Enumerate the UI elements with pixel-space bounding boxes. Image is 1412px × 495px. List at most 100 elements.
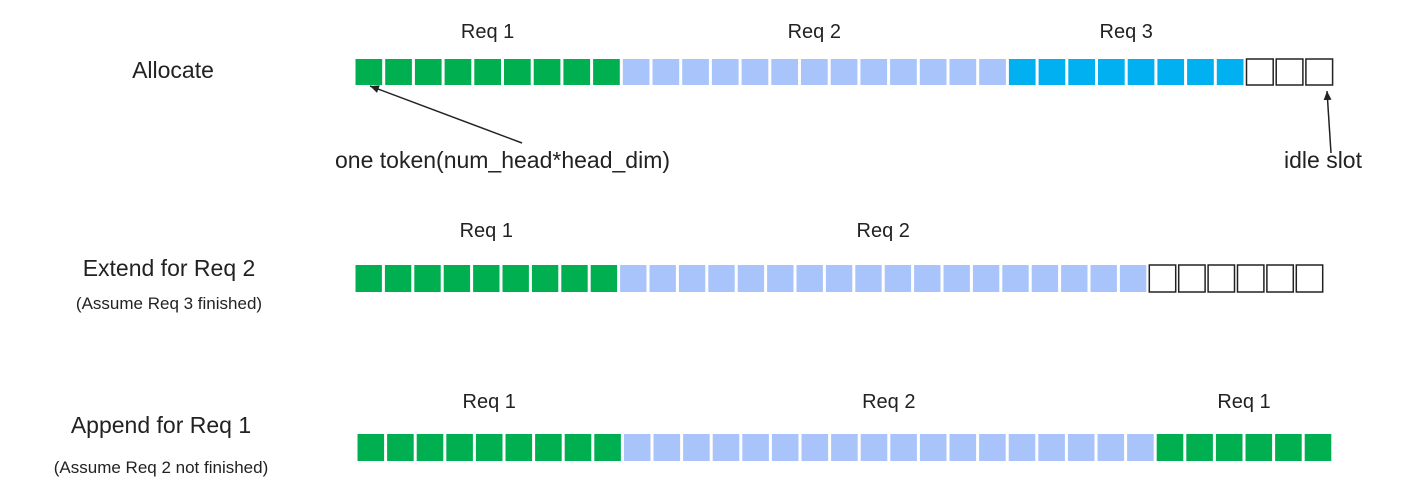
req2-token-slot [742, 434, 769, 461]
req2-token-slot [890, 59, 917, 85]
segment-label-req1: Req 1 [1217, 391, 1270, 413]
req2-token-slot [708, 265, 735, 292]
req1-token-slot [384, 265, 412, 292]
req2-token-slot [949, 59, 977, 85]
segment-label-req3: Req 3 [1100, 21, 1153, 43]
req2-token-slot [919, 434, 947, 461]
req2-token-slot [623, 434, 651, 461]
idle-slot [1245, 58, 1274, 86]
req2-token-slot [972, 265, 1000, 292]
idle-slot [1305, 58, 1334, 86]
req1-token-slot [387, 434, 414, 461]
req2-token-slot [1008, 434, 1036, 461]
req2-token-slot [884, 265, 912, 292]
req1-token-slot [475, 434, 503, 461]
req1-token-slot [355, 265, 382, 292]
req1-token-slot [505, 434, 533, 461]
req1-token-slot [474, 59, 501, 85]
req2-token-slot [711, 59, 739, 85]
req2-token-slot [1038, 434, 1065, 461]
segment-label-req2: Req 2 [862, 391, 915, 413]
req1-token-slot [473, 265, 500, 292]
req1-token-slot [533, 59, 561, 85]
req2-token-slot [1090, 265, 1117, 292]
req2-token-slot [771, 59, 798, 85]
req1-token-slot [414, 59, 442, 85]
req1-token-slot [1156, 434, 1184, 461]
req2-token-slot [622, 59, 650, 85]
idle-slot [1148, 264, 1177, 293]
req1-token-slot [504, 59, 531, 85]
req2-token-slot [1127, 434, 1154, 461]
req2-token-slot [678, 265, 706, 292]
req2-token-slot [653, 434, 681, 461]
req1-token-slot [1186, 434, 1213, 461]
req2-token-slot [801, 59, 828, 85]
req2-token-slot [949, 434, 977, 461]
segment-label-req2: Req 2 [857, 220, 910, 242]
req1-token-slot [1304, 434, 1332, 461]
idle-slot [1236, 264, 1265, 293]
req3-token-slot [1098, 59, 1125, 85]
req2-token-slot [860, 434, 888, 461]
req2-token-slot [914, 265, 941, 292]
allocate-slot-bar: Req 1 Req 2 Req 3 [355, 21, 1334, 86]
segment-label-req1: Req 1 [460, 220, 513, 242]
req2-token-slot [649, 265, 676, 292]
req2-token-slot [796, 265, 823, 292]
req2-token-slot [1119, 265, 1147, 292]
req2-token-slot [620, 265, 647, 292]
req2-token-slot [737, 265, 765, 292]
req2-token-slot [1097, 434, 1125, 461]
req2-token-slot [682, 59, 709, 85]
row-label-append: Append for Req 1 [71, 412, 251, 438]
req2-token-slot [741, 59, 769, 85]
row-label-allocate: Allocate [132, 57, 214, 83]
req1-token-slot [416, 434, 444, 461]
req1-token-slot [355, 59, 383, 85]
idle-slot-arrow [1323, 90, 1332, 154]
req3-token-slot [1127, 59, 1155, 85]
segment-label-req2: Req 2 [788, 21, 841, 43]
req1-token-slot [502, 265, 529, 292]
idle-slot [1266, 264, 1295, 293]
req3-token-slot [1068, 59, 1095, 85]
req2-token-slot [855, 265, 882, 292]
req2-token-slot [683, 434, 710, 461]
req2-token-slot [1031, 265, 1059, 292]
req1-token-slot [446, 434, 473, 461]
req3-token-slot [1187, 59, 1214, 85]
req2-token-slot [919, 59, 947, 85]
row-label-extend: Extend for Req 2 [83, 255, 256, 281]
req2-token-slot [830, 59, 858, 85]
req1-token-slot [564, 434, 592, 461]
req2-token-slot [825, 265, 853, 292]
req1-token-slot [443, 265, 471, 292]
req2-token-slot [1002, 265, 1029, 292]
req3-token-slot [1157, 59, 1185, 85]
req2-token-slot [767, 265, 794, 292]
req3-token-slot [1038, 59, 1066, 85]
req1-token-slot [1215, 434, 1243, 461]
req2-token-slot [652, 59, 680, 85]
req2-token-slot [979, 434, 1006, 461]
idle-slot [1275, 58, 1304, 86]
req1-token-slot [593, 59, 620, 85]
req1-token-slot [535, 434, 562, 461]
req1-token-slot [1275, 434, 1302, 461]
idle-slot [1207, 264, 1236, 293]
req1-token-slot [563, 59, 591, 85]
segment-label-req1: Req 1 [461, 21, 514, 43]
req2-token-slot [1061, 265, 1088, 292]
req2-token-slot [712, 434, 740, 461]
req1-token-slot [590, 265, 618, 292]
idle-slot-annotation: idle slot [1284, 147, 1363, 173]
req1-token-slot [594, 434, 621, 461]
token-arrow [369, 85, 523, 144]
idle-slot [1177, 264, 1206, 293]
req2-token-slot [1067, 434, 1095, 461]
req1-token-slot [385, 59, 412, 85]
req1-token-slot [357, 434, 385, 461]
